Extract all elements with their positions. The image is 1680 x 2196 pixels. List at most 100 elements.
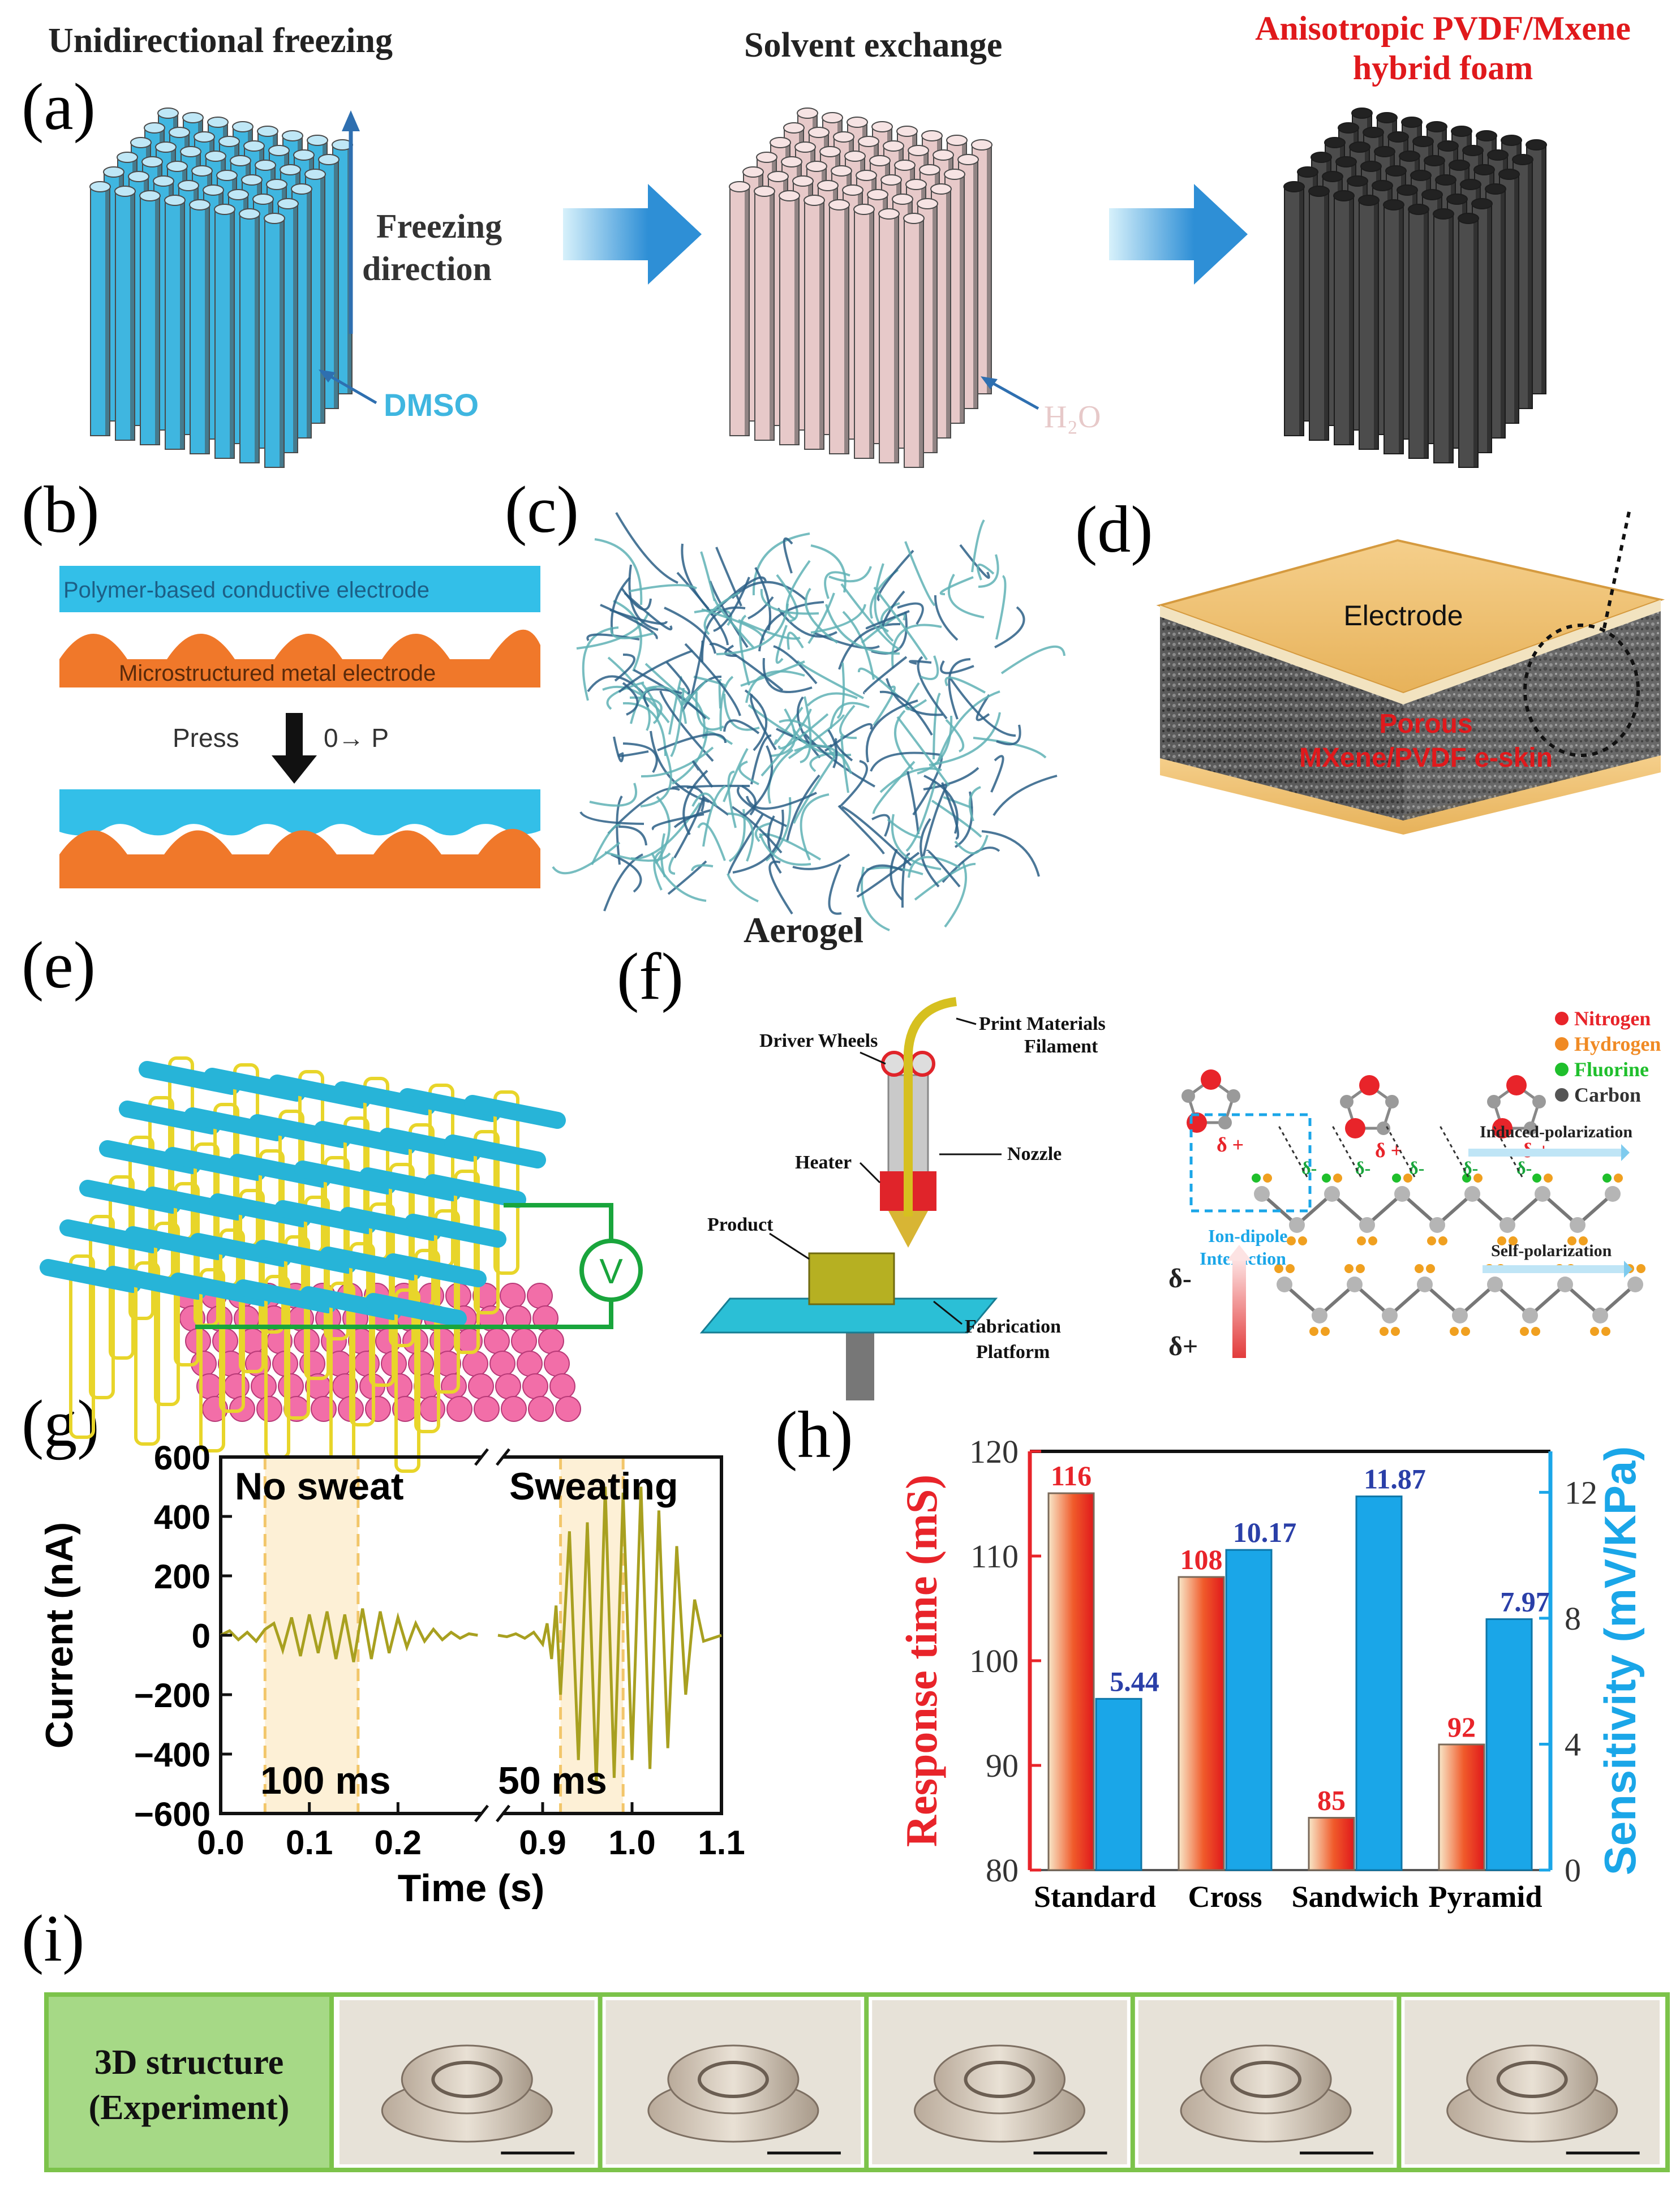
pointer-platform [933, 1300, 963, 1325]
driver-wheel-right [909, 1051, 935, 1077]
fiber [719, 676, 734, 732]
pink-fiber [468, 1373, 494, 1399]
yellow-loop [454, 1170, 480, 1354]
fiber [582, 626, 619, 701]
bar-sensitivity-standard [1095, 1698, 1142, 1871]
fiber [792, 853, 850, 870]
rod-top [239, 208, 260, 220]
fiber [682, 770, 708, 836]
pink-fiber [299, 1351, 325, 1377]
rod-top [1487, 149, 1509, 161]
panel-label-f: (f) [617, 939, 684, 1013]
bar-sensitivity-pyramid [1485, 1618, 1533, 1871]
carbon-atom [1382, 1308, 1398, 1323]
bar-sensitivity-cross [1225, 1549, 1273, 1871]
structure-top [667, 2044, 800, 2115]
pink-fiber [511, 1328, 537, 1354]
fiber [787, 631, 804, 650]
ring-atom [1345, 1118, 1365, 1138]
blue-yarn [464, 1095, 566, 1129]
fiber [640, 749, 672, 807]
structure-top [401, 2044, 533, 2115]
fiber [628, 564, 659, 631]
panel-f-printer: Driver Wheels Print Materials Filament H… [699, 997, 1106, 1400]
structure-ring [431, 2061, 503, 2098]
fiber [754, 822, 771, 843]
pressed-top-electrode [59, 789, 540, 836]
yellow-loop [434, 1209, 460, 1394]
ion-dipole-label-1: Ion-dipole [1208, 1226, 1287, 1246]
bottom-electrode-layer [1160, 755, 1661, 835]
induced-arrowhead [1621, 1144, 1630, 1161]
x-tick-label: 0.2 [375, 1824, 422, 1862]
fiber [874, 563, 889, 633]
step3-title-2: hybrid foam [1353, 49, 1533, 87]
fiber [700, 551, 716, 601]
rod-top [1498, 169, 1520, 180]
rod-top [808, 127, 830, 138]
rod-top [919, 164, 940, 175]
fiber [746, 792, 817, 810]
rod-top [767, 171, 789, 182]
molecular-diagram: δ +δ +δ +δ-δ-δ-δ-δ- [1181, 1069, 1645, 1336]
rod-top [1512, 154, 1533, 165]
fiber [622, 702, 667, 757]
interaction-line [1331, 1125, 1362, 1177]
fiber [709, 642, 784, 691]
side-atom [1287, 1236, 1296, 1245]
rod-top [203, 184, 224, 196]
rod-top [1333, 190, 1355, 201]
rod-top [871, 121, 893, 132]
rod-top [1311, 152, 1332, 163]
fiber [686, 784, 750, 789]
data-label-response: 92 [1447, 1711, 1476, 1743]
fiber [629, 584, 698, 592]
ring-atom [1385, 1095, 1399, 1108]
pressed-bottom-electrode [59, 828, 540, 888]
step1-title: Unidirectional freezing [48, 22, 393, 60]
rod-shadow [1299, 187, 1304, 436]
rod-top [833, 131, 854, 143]
rod-top [792, 175, 814, 187]
carbon-atom [1347, 1277, 1363, 1292]
fiber [750, 734, 772, 785]
data-label-sensitivity: 5.44 [1110, 1665, 1159, 1697]
fiber [940, 660, 974, 674]
fiber [641, 746, 714, 778]
y-tick-label: −600 [134, 1795, 210, 1833]
rod-shadow [844, 205, 849, 454]
rod-top [293, 149, 315, 161]
fiber [949, 677, 1016, 737]
rod-top [908, 145, 929, 156]
induced-arrow [1468, 1149, 1621, 1157]
panel-label-d: (d) [1075, 492, 1153, 566]
rod-shadow [1473, 218, 1478, 467]
rod-shadow [770, 191, 774, 440]
fiber [837, 805, 885, 855]
fiber [678, 686, 706, 739]
fiber [828, 566, 872, 583]
pink-fiber [354, 1351, 380, 1377]
ring-atom [1506, 1075, 1527, 1095]
rod-top [1460, 179, 1481, 190]
filament [904, 997, 957, 1217]
pink-fiber [429, 1328, 456, 1354]
aerogel-fibers [552, 512, 1065, 931]
rod-top [139, 190, 161, 201]
fiber [624, 592, 673, 631]
circuit-wire-bottom [195, 1296, 613, 1329]
fiber [793, 755, 836, 824]
fiber [905, 781, 936, 852]
fiber [758, 601, 824, 652]
side-atom [1579, 1236, 1588, 1245]
rod-top [797, 108, 818, 119]
pink-fiber [462, 1351, 488, 1377]
porous-label-2: MXene/PVDF e-skin [1299, 743, 1553, 773]
break-mark [474, 1448, 489, 1466]
y-tick-label: −200 [134, 1677, 210, 1714]
side-atom [1438, 1236, 1447, 1245]
fiber [870, 751, 941, 772]
fiber [668, 857, 676, 875]
fiber [863, 656, 908, 694]
category-label: Sandwich [1291, 1880, 1419, 1914]
